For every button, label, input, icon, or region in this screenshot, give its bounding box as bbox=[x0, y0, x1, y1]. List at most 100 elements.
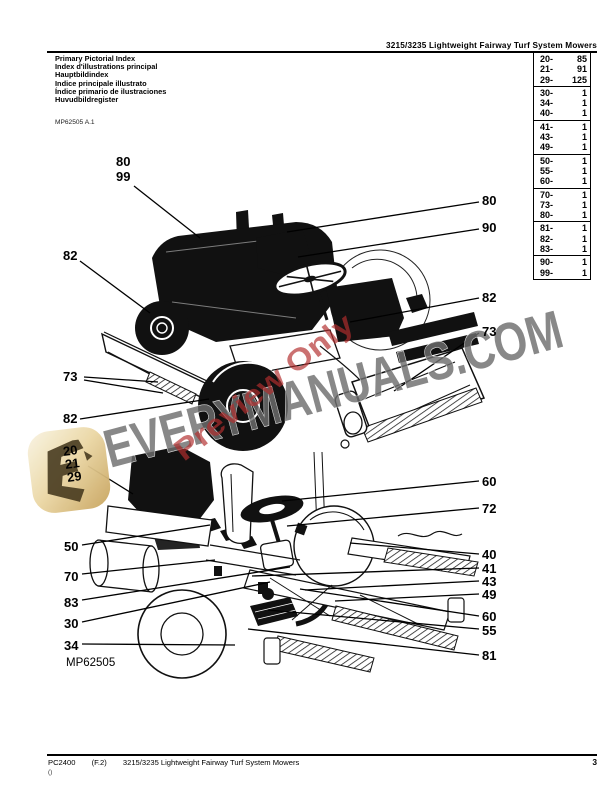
index-key: 50- bbox=[540, 155, 554, 166]
page-header-title: 3215/3235 Lightweight Fairway Turf Syste… bbox=[385, 41, 597, 50]
index-page: 1 bbox=[581, 121, 587, 132]
index-row: 55-1 bbox=[534, 166, 590, 176]
footer: PC2400 (F.2) 3215/3235 Lightweight Fairw… bbox=[48, 758, 313, 767]
index-key: 41- bbox=[540, 121, 554, 132]
index-page: 1 bbox=[581, 87, 587, 98]
vendor-logo bbox=[25, 424, 113, 516]
index-key: 99- bbox=[540, 267, 554, 278]
language-index-line: Indice principale illustrato bbox=[55, 78, 147, 88]
language-index-line: Índice primario de ilustraciones bbox=[55, 86, 167, 96]
footer-page-number: 3 bbox=[592, 757, 597, 767]
index-page: 1 bbox=[581, 155, 587, 166]
index-key: 20- bbox=[540, 54, 554, 64]
index-page: 1 bbox=[581, 244, 587, 255]
index-page: 1 bbox=[581, 257, 587, 268]
index-row: 43- 1 bbox=[534, 132, 590, 142]
callout-40: 40 bbox=[482, 547, 497, 562]
header-rule bbox=[47, 51, 597, 54]
callout-34: 34 bbox=[64, 638, 79, 653]
callout-90: 90 bbox=[482, 220, 497, 235]
index-key: 30- bbox=[540, 87, 554, 98]
index-page: 1 bbox=[581, 165, 587, 176]
index-row: 82- 1 bbox=[534, 234, 590, 244]
callout-43: 43 bbox=[482, 574, 497, 589]
callout-82: 82 bbox=[63, 411, 78, 426]
index-row: 60- 1 bbox=[534, 176, 590, 186]
index-key: 82- bbox=[540, 233, 554, 244]
index-row: 83-1 bbox=[534, 244, 590, 254]
footer-catalog-number: PC2400 bbox=[48, 758, 76, 767]
index-row: 49-1 bbox=[534, 142, 590, 152]
figure-code-label: MP62505 bbox=[66, 657, 116, 669]
index-table-group: 20- 85 21- 91 29- 125 bbox=[534, 53, 590, 87]
index-key: 40- bbox=[540, 108, 554, 119]
index-page: 1 bbox=[581, 233, 587, 244]
callout-60: 60 bbox=[482, 474, 497, 489]
index-row: 21- 91 bbox=[534, 64, 590, 74]
index-key: 90- bbox=[540, 257, 554, 268]
index-page: 1 bbox=[581, 210, 587, 221]
lower-mower-drawing bbox=[89, 439, 479, 679]
index-key: 81- bbox=[540, 223, 554, 234]
vendor-logo-glyph bbox=[47, 439, 93, 502]
index-key: 34- bbox=[540, 98, 554, 109]
index-page: 125 bbox=[571, 74, 587, 85]
index-key: 21- bbox=[540, 64, 554, 75]
language-index-line: Primary Pictorial Index bbox=[55, 54, 136, 63]
footer-note: () bbox=[48, 769, 53, 776]
callout-81: 81 bbox=[482, 648, 497, 663]
language-index-line: Huvudbildregister bbox=[55, 95, 119, 105]
index-row: 73-1 bbox=[534, 200, 590, 210]
index-row: 30- 1 bbox=[534, 88, 590, 98]
callout-80: 80 bbox=[116, 154, 131, 169]
callout-55: 55 bbox=[482, 623, 497, 638]
index-key: 70- bbox=[540, 189, 554, 200]
index-page: 1 bbox=[581, 176, 587, 187]
language-index-line: Index d'illustrations principal bbox=[55, 62, 158, 72]
index-key: 43- bbox=[540, 132, 554, 143]
callout-41: 41 bbox=[482, 561, 497, 576]
index-key: 80- bbox=[540, 210, 554, 221]
footer-section: (F.2) bbox=[91, 758, 107, 767]
callout-73: 73 bbox=[482, 324, 497, 339]
leader-lines bbox=[79, 185, 480, 656]
callout-80: 80 bbox=[482, 193, 497, 208]
index-page: 1 bbox=[581, 98, 587, 109]
footer-rule bbox=[47, 754, 597, 756]
callout-30: 30 bbox=[64, 616, 79, 631]
index-key: 29- bbox=[540, 74, 554, 85]
callout-70: 70 bbox=[64, 569, 79, 584]
callout-72: 72 bbox=[482, 501, 497, 516]
index-row: 40- 1 bbox=[534, 108, 590, 118]
index-row: 80- 1 bbox=[534, 210, 590, 220]
index-page: 91 bbox=[576, 64, 587, 75]
index-key: 60- bbox=[540, 176, 554, 187]
index-page: 1 bbox=[581, 189, 587, 200]
callout-82: 82 bbox=[482, 290, 497, 305]
index-table-group: 30- 1 34- 1 40- 1 bbox=[534, 87, 590, 121]
callout-29: 29 bbox=[66, 468, 83, 485]
index-key: 73- bbox=[540, 199, 554, 210]
index-row: 90- 1 bbox=[534, 257, 590, 267]
index-row: 20- 85 bbox=[534, 54, 590, 64]
index-row: 81-1 bbox=[534, 223, 590, 233]
index-row: 99- 1 bbox=[534, 268, 590, 278]
index-page: 85 bbox=[576, 54, 587, 64]
index-page: 1 bbox=[581, 108, 587, 119]
index-row: 70- 1 bbox=[534, 190, 590, 200]
index-row: 50- 1 bbox=[534, 156, 590, 166]
figure-reference: MP62505 A.1 bbox=[55, 119, 95, 126]
callout-73: 73 bbox=[63, 369, 78, 384]
callout-83: 83 bbox=[64, 595, 79, 610]
index-page: 1 bbox=[581, 267, 587, 278]
index-row: 29- 125 bbox=[534, 75, 590, 85]
index-page: 1 bbox=[581, 132, 587, 143]
